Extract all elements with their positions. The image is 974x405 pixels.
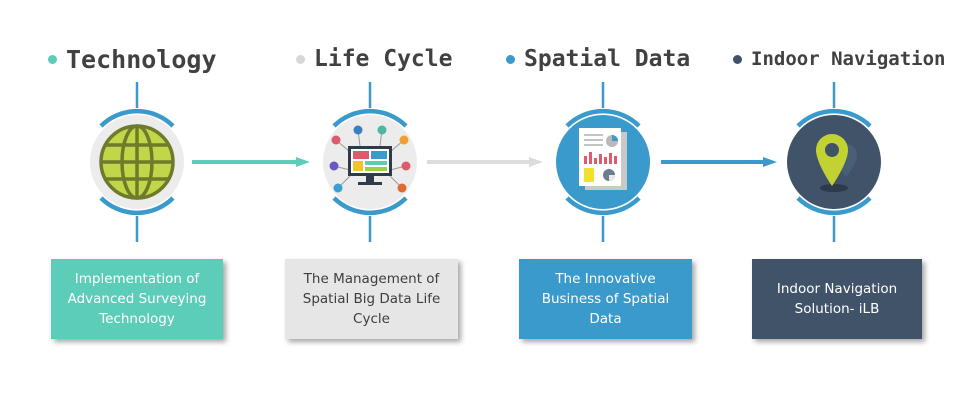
node-technology [90, 82, 184, 242]
connector-1-2 [192, 157, 310, 167]
step-title-indoor-navigation: Indoor Navigation [733, 44, 945, 74]
description-text: Indoor Navigation Solution- iLB [776, 281, 898, 317]
step-title-spatial-data: Spatial Data [506, 44, 690, 74]
connector-2-3 [427, 157, 543, 167]
report-charts-icon [579, 128, 627, 190]
title-text: Life Cycle [314, 46, 453, 72]
title-text: Indoor Navigation [751, 48, 946, 70]
globe-icon [99, 124, 175, 200]
bullet-dot [733, 54, 742, 64]
description-text: The Management of Spatial Big Data Life … [302, 271, 441, 327]
bullet-dot [506, 54, 515, 64]
description-box-technology: Implementation of Advanced Surveying Tec… [51, 259, 223, 339]
bullet-dot [296, 54, 305, 64]
description-box-spatial-data: The Innovative Business of Spatial Data [519, 259, 692, 339]
description-text: Implementation of Advanced Surveying Tec… [67, 271, 207, 327]
bullet-dot [48, 54, 57, 64]
title-text: Technology [66, 44, 217, 74]
node-life-cycle [323, 82, 417, 242]
connector-3-4 [661, 157, 777, 167]
description-box-indoor-navigation: Indoor Navigation Solution- iLB [752, 259, 922, 339]
location-pin-icon [816, 134, 857, 192]
title-text: Spatial Data [524, 46, 691, 72]
description-box-life-cycle: The Management of Spatial Big Data Life … [285, 259, 458, 339]
data-lifecycle-icon [329, 125, 411, 193]
step-title-technology: Technology [48, 44, 217, 74]
description-text: The Innovative Business of Spatial Data [541, 271, 670, 327]
node-spatial-data [556, 82, 650, 242]
node-indoor-navigation [787, 82, 881, 242]
step-title-life-cycle: Life Cycle [296, 44, 452, 74]
